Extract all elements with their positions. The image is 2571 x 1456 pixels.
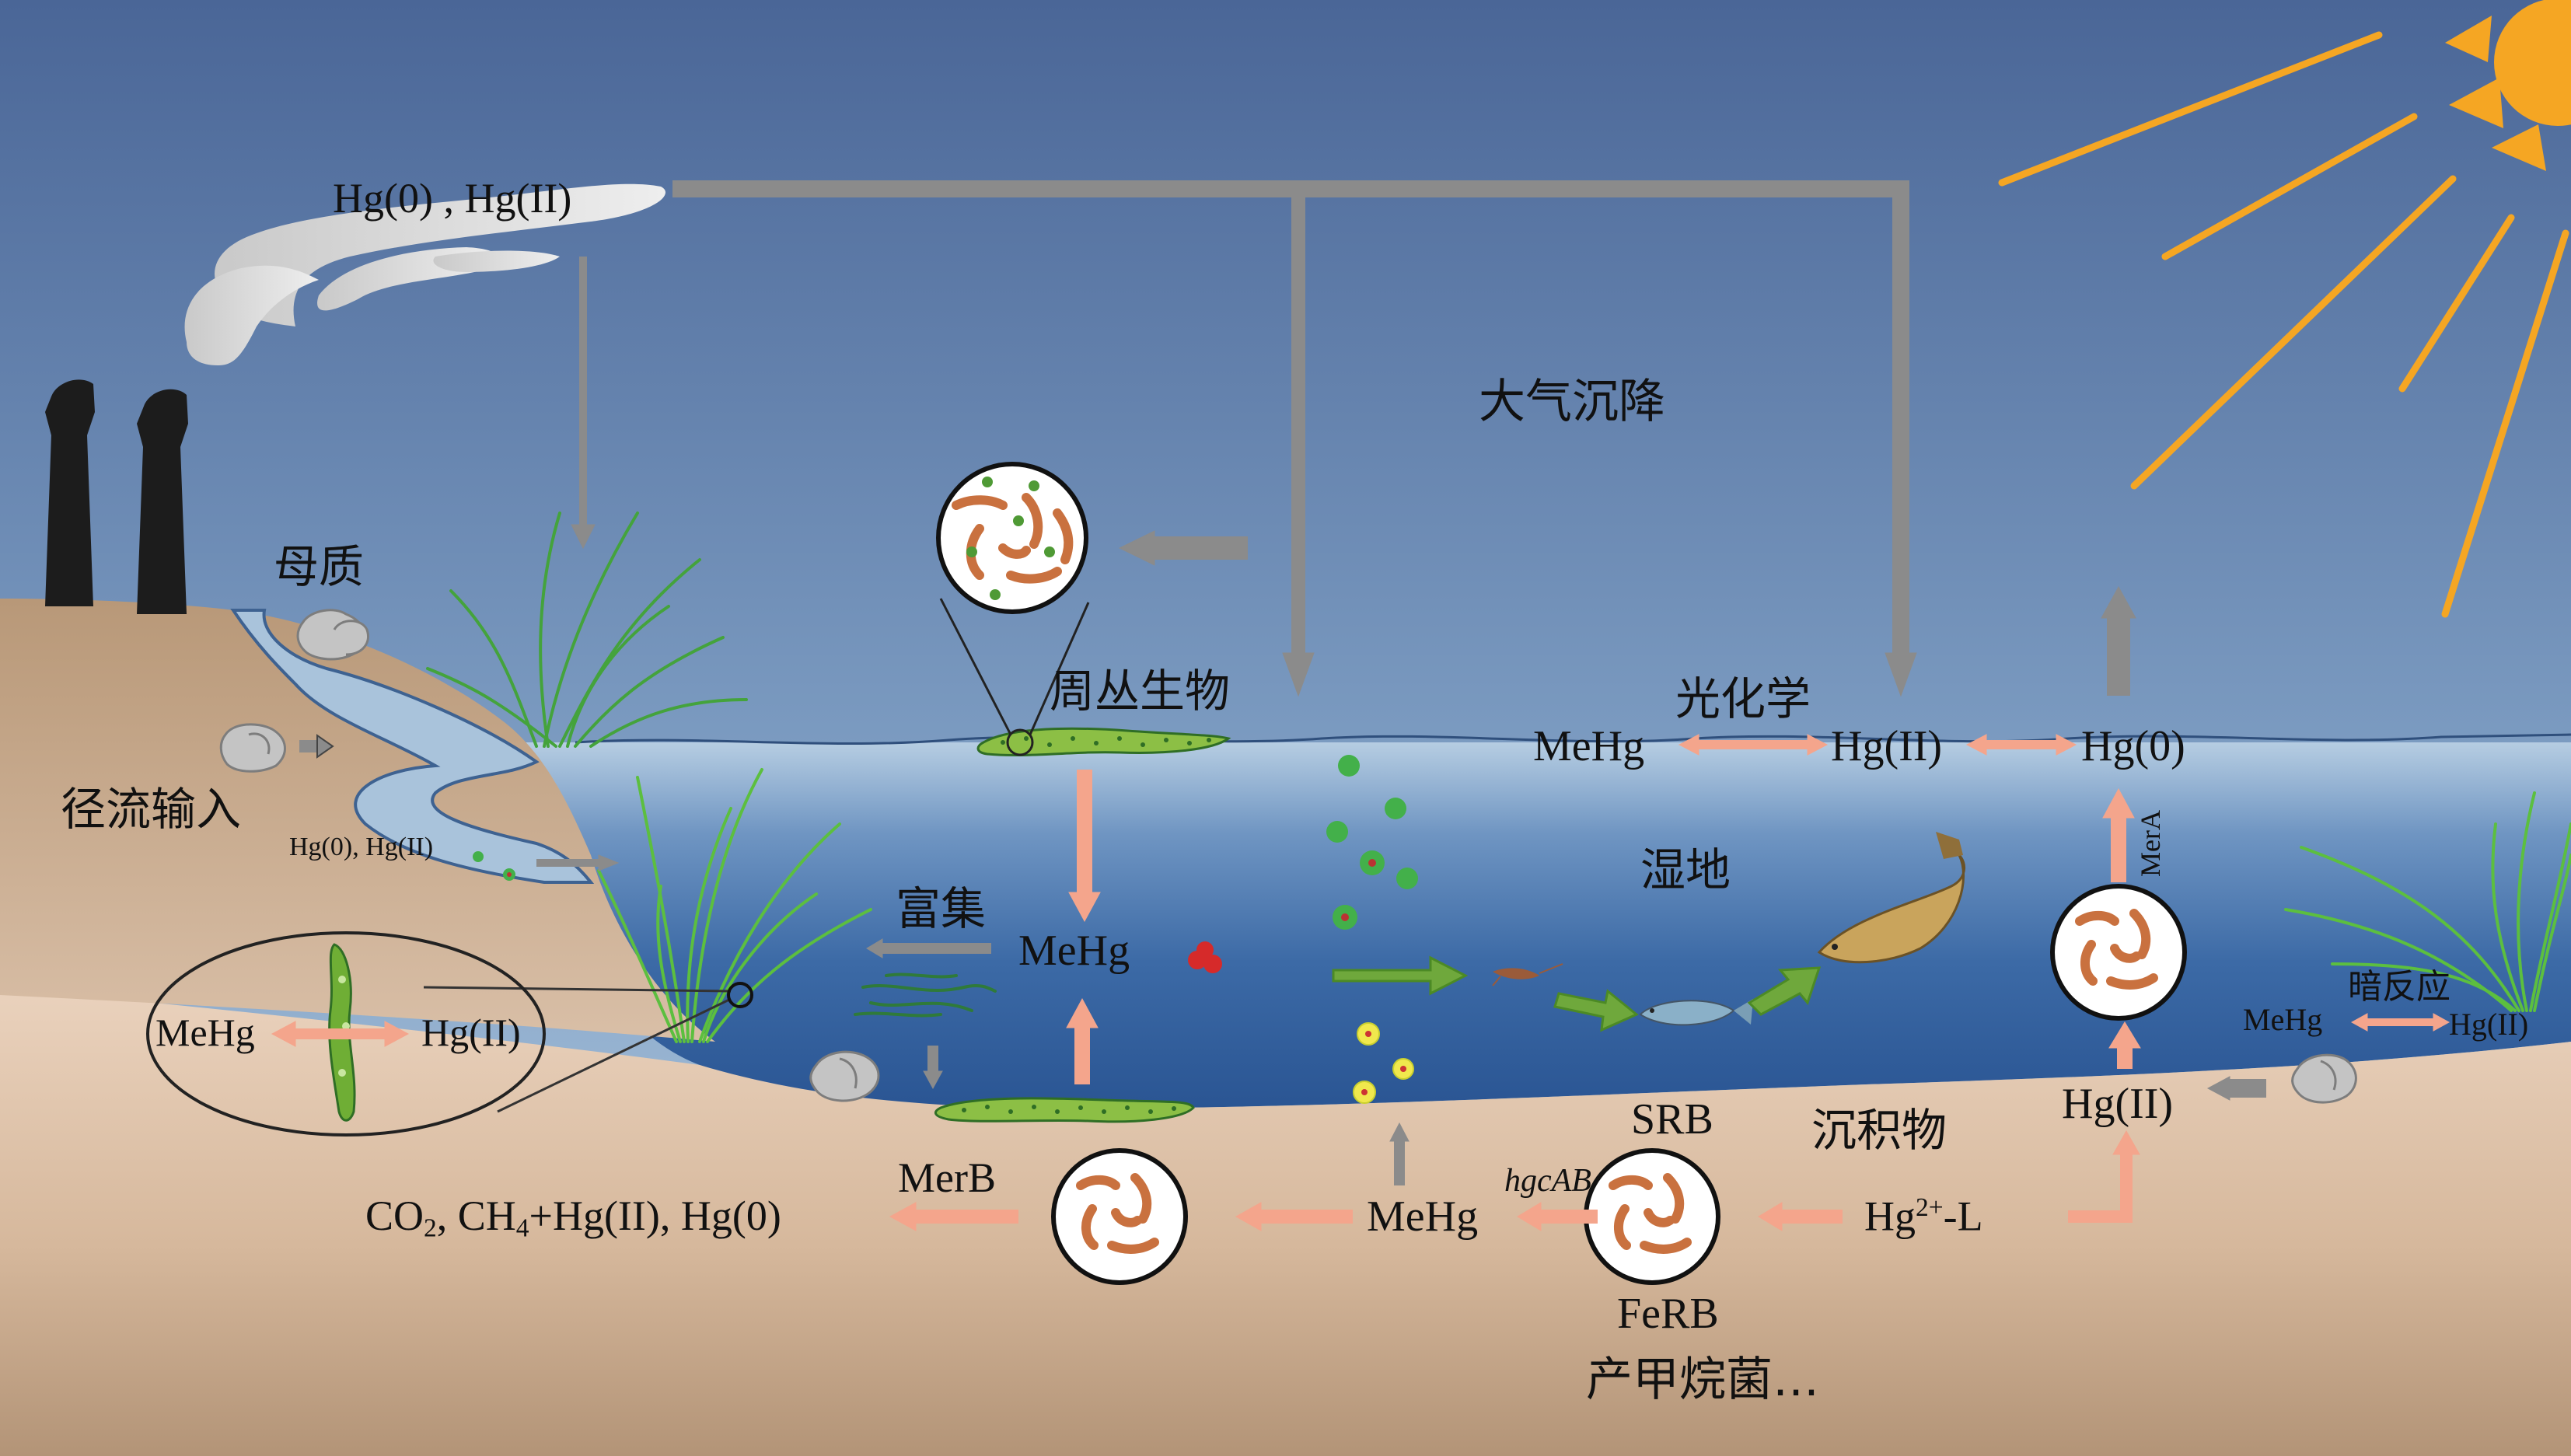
label-parent-material: 母质 bbox=[274, 540, 365, 593]
ligand-hg: Hg bbox=[1864, 1192, 1916, 1240]
label-sediment-mehg: MeHg bbox=[1367, 1192, 1479, 1241]
periphyton-dots bbox=[962, 736, 1211, 1114]
label-atmospheric-deposition: 大气沉降 bbox=[1479, 375, 1665, 429]
label-ferb: FeRB bbox=[1617, 1290, 1719, 1338]
hg-particles bbox=[473, 755, 1418, 973]
label-wetland: 湿地 bbox=[1640, 843, 1731, 896]
green-arrows bbox=[1332, 955, 1822, 1032]
shrimp bbox=[1492, 963, 1563, 986]
label-dark-mehg: MeHg bbox=[2243, 1002, 2323, 1037]
label-merb: MerB bbox=[898, 1154, 996, 1201]
products-sub-2: 2 bbox=[424, 1213, 437, 1243]
label-periphyton: 周丛生物 bbox=[1050, 665, 1231, 718]
products-sub-4: 4 bbox=[515, 1213, 529, 1243]
grass-left bbox=[426, 512, 748, 748]
label-dark-reaction: 暗反应 bbox=[2348, 967, 2450, 1007]
water-body bbox=[187, 742, 2571, 1109]
label-hg-ligand: Hg2+-L bbox=[1864, 1192, 1983, 1240]
large-fish bbox=[1817, 832, 1966, 964]
label-methanogens: 产甲烷菌… bbox=[1586, 1353, 1819, 1407]
sun-rays bbox=[1998, 31, 2569, 618]
ligand-charge: 2+ bbox=[1916, 1193, 1944, 1222]
algae-strands bbox=[854, 972, 997, 1018]
label-periphyton-mehg: MeHg bbox=[1018, 927, 1130, 975]
smoke bbox=[184, 183, 665, 365]
grass-right bbox=[2284, 791, 2571, 1012]
small-fish bbox=[1639, 999, 1753, 1026]
products-part-e: +Hg(II), Hg(0) bbox=[529, 1192, 781, 1239]
label-photochemistry: 光化学 bbox=[1675, 672, 1811, 725]
sun bbox=[2445, 0, 2571, 171]
label-sediment-hg2: Hg(II) bbox=[2062, 1080, 2174, 1128]
label-dark-hg2: Hg(II) bbox=[2449, 1007, 2529, 1042]
label-srb: SRB bbox=[1631, 1095, 1713, 1144]
hg-bubbles bbox=[1353, 1022, 1414, 1104]
grey-arrows bbox=[299, 180, 2266, 1185]
soil-hill bbox=[0, 599, 715, 1042]
products-part-c: , CH bbox=[436, 1192, 516, 1239]
label-enrichment: 富集 bbox=[896, 882, 987, 935]
water-surface bbox=[575, 733, 2571, 745]
label-emission: Hg(0) , Hg(II) bbox=[333, 175, 572, 222]
label-mera: MerA bbox=[2135, 810, 2166, 877]
chimneys bbox=[45, 379, 188, 614]
ligand-l: -L bbox=[1943, 1192, 1983, 1240]
periphyton-bands bbox=[934, 727, 1231, 1123]
periphyton-zoom-dots bbox=[966, 477, 1055, 600]
label-water-hg0: Hg(0) bbox=[2081, 722, 2185, 770]
products-part-a: CO bbox=[365, 1192, 424, 1239]
label-water-hg2: Hg(II) bbox=[1831, 722, 1943, 770]
label-runoff-input: 径流输入 bbox=[61, 783, 242, 836]
microbe-cells bbox=[952, 493, 2158, 1254]
periphyton-zoom-lines bbox=[939, 598, 1090, 756]
label-sediment: 沉积物 bbox=[1811, 1104, 1947, 1157]
grass-mid bbox=[597, 768, 872, 1043]
label-demethylation-products: CO2, CH4+Hg(II), Hg(0) bbox=[365, 1195, 781, 1241]
label-water-mehg: MeHg bbox=[1533, 722, 1645, 770]
label-inset-mehg: MeHg bbox=[155, 1011, 255, 1054]
salmon-arrows bbox=[271, 734, 2450, 1231]
rocks bbox=[219, 609, 2357, 1104]
label-runoff-hg: Hg(0), Hg(II) bbox=[289, 833, 434, 861]
label-inset-hg2: Hg(II) bbox=[421, 1011, 521, 1054]
label-hgcab: hgcAB bbox=[1504, 1163, 1591, 1199]
